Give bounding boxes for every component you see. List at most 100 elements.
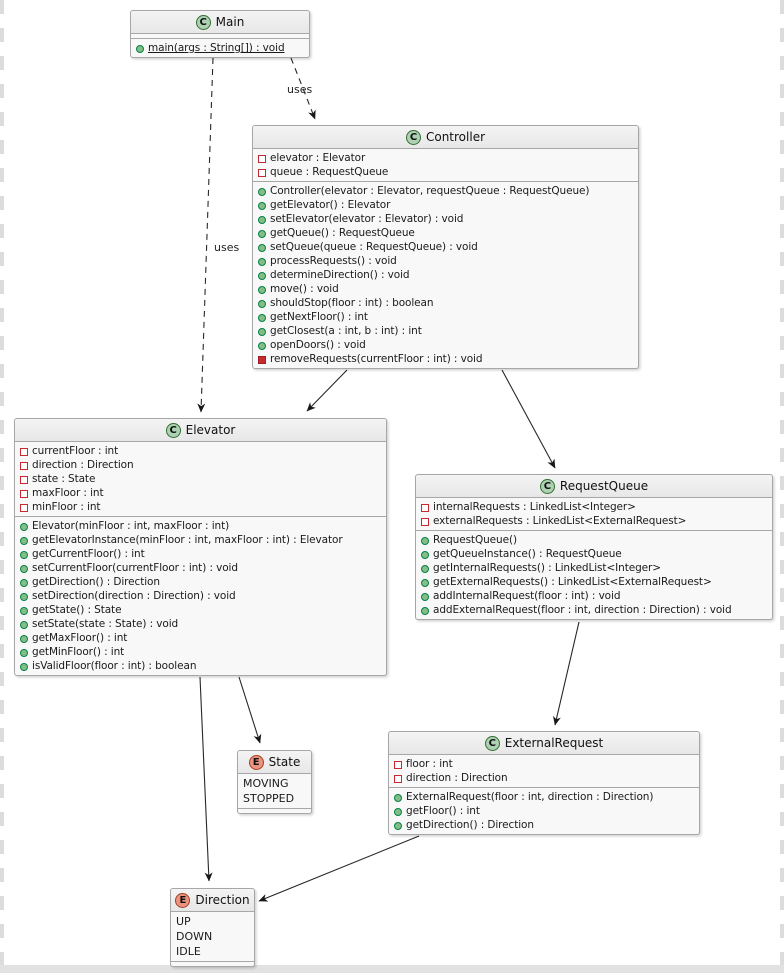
public-method-icon — [421, 551, 429, 559]
method-text: getNextFloor() : int — [270, 311, 368, 323]
public-method-icon — [258, 342, 266, 350]
enum-icon: E — [248, 754, 264, 770]
edge-main-uses-elevator — [197, 57, 214, 413]
field-row: direction : Direction — [20, 458, 381, 472]
uses-label-controller: uses — [287, 83, 313, 96]
methods-section-controller: Controller(elevator : Elevator, requestQ… — [253, 181, 638, 368]
edge-elevator-direction — [199, 676, 213, 882]
class-box-externalrequest: C ExternalRequest floor : int direction … — [388, 731, 700, 835]
public-method-icon — [20, 649, 28, 657]
edge-controller-requestqueue — [501, 369, 556, 469]
field-row: internalRequests : LinkedList<Integer> — [421, 500, 767, 514]
public-method-icon — [421, 593, 429, 601]
method-text: Controller(elevator : Elevator, requestQ… — [270, 185, 590, 197]
method-text: Elevator(minFloor : int, maxFloor : int) — [32, 520, 230, 532]
method-row: getInternalRequests() : LinkedList<Integ… — [421, 561, 767, 575]
class-name-requestqueue: RequestQueue — [559, 479, 649, 493]
private-field-icon — [421, 518, 429, 526]
class-box-elevator: C Elevator currentFloor : int direction … — [14, 418, 387, 676]
private-field-icon — [394, 775, 402, 783]
enum-empty-section — [238, 808, 311, 813]
method-row: move() : void — [258, 282, 633, 296]
method-text: getQueue() : RequestQueue — [270, 227, 415, 239]
method-row: setQueue(queue : RequestQueue) : void — [258, 240, 633, 254]
public-method-icon — [258, 286, 266, 294]
method-row: getElevator() : Elevator — [258, 198, 633, 212]
enum-box-direction: E Direction UP DOWN IDLE — [170, 888, 255, 967]
enum-name-direction: Direction — [195, 893, 250, 907]
enum-value: STOPPED — [243, 792, 295, 805]
method-text: getFloor() : int — [406, 805, 480, 817]
field-row: maxFloor : int — [20, 486, 381, 500]
public-method-icon — [258, 300, 266, 308]
private-field-icon — [421, 504, 429, 512]
method-text: ExternalRequest(floor : int, direction :… — [406, 791, 654, 803]
class-name-controller: Controller — [425, 130, 486, 144]
method-text: setCurrentFloor(currentFloor : int) : vo… — [32, 562, 238, 574]
method-text: isValidFloor(floor : int) : boolean — [32, 660, 197, 672]
public-method-icon — [421, 607, 429, 615]
field-text: currentFloor : int — [32, 445, 119, 457]
field-text: direction : Direction — [32, 459, 134, 471]
method-row: setElevator(elevator : Elevator) : void — [258, 212, 633, 226]
class-icon: C — [405, 129, 421, 145]
method-text: main(args : String[]) : void — [148, 42, 285, 54]
public-method-icon — [258, 188, 266, 196]
method-text: getState() : State — [32, 604, 122, 616]
method-text: setDirection(direction : Direction) : vo… — [32, 590, 236, 602]
field-row: state : State — [20, 472, 381, 486]
public-method-icon — [20, 579, 28, 587]
class-name-externalrequest: ExternalRequest — [504, 736, 604, 750]
field-text: minFloor : int — [32, 501, 101, 513]
enum-value: DOWN — [176, 930, 213, 943]
public-method-icon — [258, 258, 266, 266]
field-row: queue : RequestQueue — [258, 165, 633, 179]
class-name-main: Main — [215, 15, 245, 29]
class-title-externalrequest: C ExternalRequest — [389, 732, 699, 755]
class-title-elevator: C Elevator — [15, 419, 386, 442]
class-icon: C — [165, 422, 181, 438]
method-row: getElevatorInstance(minFloor : int, maxF… — [20, 533, 381, 547]
enum-icon: E — [175, 892, 191, 908]
method-row: getState() : State — [20, 603, 381, 617]
fields-section-controller: elevator : Elevator queue : RequestQueue — [253, 149, 638, 181]
method-row: setDirection(direction : Direction) : vo… — [20, 589, 381, 603]
field-row: direction : Direction — [394, 771, 694, 785]
method-text: getElevator() : Elevator — [270, 199, 391, 211]
method-text: move() : void — [270, 283, 339, 295]
edge-externalrequest-direction — [258, 835, 420, 902]
method-text: addInternalRequest(floor : int) : void — [433, 590, 621, 602]
uses-label-elevator: uses — [214, 241, 240, 254]
public-method-icon — [258, 202, 266, 210]
method-text: getClosest(a : int, b : int) : int — [270, 325, 422, 337]
private-field-icon — [20, 462, 28, 470]
method-text: getMaxFloor() : int — [32, 632, 128, 644]
private-field-icon — [20, 448, 28, 456]
method-text: openDoors() : void — [270, 339, 366, 351]
public-method-icon — [20, 551, 28, 559]
enum-empty-section — [171, 961, 254, 966]
method-row: shouldStop(floor : int) : boolean — [258, 296, 633, 310]
method-row: setCurrentFloor(currentFloor : int) : vo… — [20, 561, 381, 575]
method-text: processRequests() : void — [270, 255, 397, 267]
page-right-dashed-border — [780, 0, 784, 973]
public-method-icon — [258, 230, 266, 238]
private-field-icon — [20, 490, 28, 498]
class-icon: C — [195, 14, 211, 30]
private-field-icon — [394, 761, 402, 769]
field-row: externalRequests : LinkedList<ExternalRe… — [421, 514, 767, 528]
method-text: determineDirection() : void — [270, 269, 410, 281]
method-row: setState(state : State) : void — [20, 617, 381, 631]
method-row: getQueue() : RequestQueue — [258, 226, 633, 240]
field-text: internalRequests : LinkedList<Integer> — [433, 501, 636, 513]
enum-title-state: E State — [238, 751, 311, 774]
field-text: queue : RequestQueue — [270, 166, 389, 178]
public-method-icon — [394, 794, 402, 802]
field-text: maxFloor : int — [32, 487, 104, 499]
edge-controller-elevator — [306, 369, 348, 412]
method-text: getDirection() : Direction — [32, 576, 160, 588]
private-field-icon — [20, 476, 28, 484]
method-row: main(args : String[]) : void — [136, 41, 304, 55]
method-text: getQueueInstance() : RequestQueue — [433, 548, 622, 560]
